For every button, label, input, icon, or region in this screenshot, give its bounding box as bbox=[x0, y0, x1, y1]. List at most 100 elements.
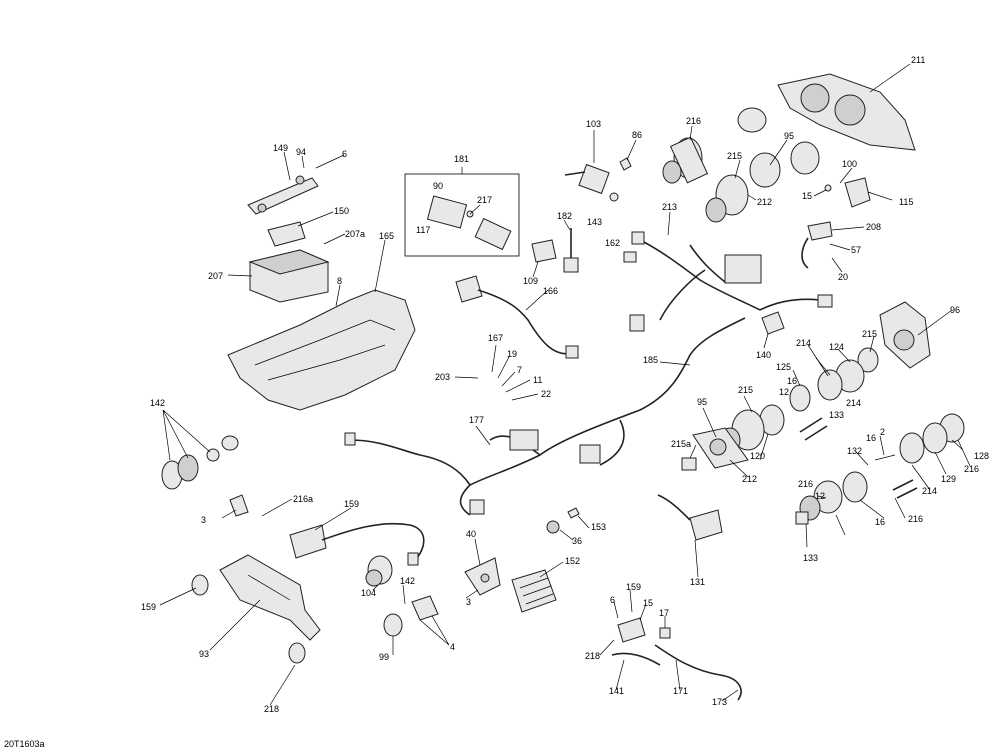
part-140 bbox=[759, 294, 833, 335]
part-99-bracket bbox=[219, 554, 321, 641]
callout: 104 bbox=[361, 588, 376, 598]
callout: 203 bbox=[435, 372, 450, 382]
callout: 142 bbox=[400, 576, 415, 586]
callout: 212 bbox=[757, 197, 772, 207]
callout: 207a bbox=[345, 229, 365, 239]
part-115 bbox=[824, 177, 871, 208]
callout: 16 bbox=[866, 433, 876, 443]
part-142-lower bbox=[365, 555, 393, 587]
callout: 19 bbox=[507, 349, 517, 359]
callout: 162 bbox=[605, 238, 620, 248]
callout: 95 bbox=[784, 131, 794, 141]
callout: 213 bbox=[662, 202, 677, 212]
callout: 216 bbox=[798, 479, 813, 489]
callout: 124 bbox=[829, 342, 844, 352]
callout: 109 bbox=[523, 276, 538, 286]
callout: 40 bbox=[466, 529, 476, 539]
part-177 bbox=[349, 439, 471, 486]
callout: 140 bbox=[756, 350, 771, 360]
callout: 129 bbox=[941, 474, 956, 484]
callout: 214 bbox=[796, 338, 811, 348]
callout: 133 bbox=[829, 410, 844, 420]
part-218 bbox=[659, 627, 671, 639]
leader-lines bbox=[159, 63, 971, 706]
callout: 216 bbox=[686, 116, 701, 126]
callout: 218 bbox=[585, 651, 600, 661]
callout: 128 bbox=[974, 451, 989, 461]
callout: 150 bbox=[334, 206, 349, 216]
callout: 214 bbox=[922, 486, 937, 496]
part-headlight-lower bbox=[795, 413, 965, 525]
callout: 207 bbox=[208, 271, 223, 281]
callout: 94 bbox=[296, 147, 306, 157]
callout: 153 bbox=[591, 522, 606, 532]
callout: 159 bbox=[141, 602, 156, 612]
callout: 212 bbox=[742, 474, 757, 484]
callout: 3 bbox=[201, 515, 206, 525]
callout: 96 bbox=[950, 305, 960, 315]
reference-code: 20T1603a bbox=[4, 739, 45, 749]
callout: 215 bbox=[862, 329, 877, 339]
callout: 99 bbox=[379, 652, 389, 662]
part-159-lower bbox=[383, 595, 439, 637]
callout: 12 bbox=[779, 387, 789, 397]
callout: 167 bbox=[488, 333, 503, 343]
callout: 3 bbox=[466, 597, 471, 607]
part-143 bbox=[609, 192, 619, 202]
callout: 125 bbox=[776, 362, 791, 372]
callout: 12 bbox=[815, 491, 825, 501]
part-153 bbox=[289, 522, 425, 566]
callout: 6 bbox=[610, 595, 615, 605]
part-93-bottom bbox=[288, 642, 306, 664]
callout: 215 bbox=[727, 151, 742, 161]
part-162 bbox=[623, 251, 637, 263]
callout: 181 bbox=[454, 154, 469, 164]
part-86 bbox=[619, 157, 632, 171]
part-181-kit bbox=[404, 173, 520, 257]
callout: 171 bbox=[673, 686, 688, 696]
part-177-connector bbox=[344, 432, 356, 446]
part-207-battery bbox=[248, 249, 330, 303]
callout: 2 bbox=[880, 427, 885, 437]
part-96 bbox=[879, 301, 931, 369]
part-211-cover bbox=[777, 73, 916, 151]
callout: 216 bbox=[908, 514, 923, 524]
callout: 143 bbox=[587, 217, 602, 227]
callout: 100 bbox=[842, 159, 857, 169]
part-173 bbox=[654, 644, 742, 701]
callout: 115 bbox=[899, 197, 913, 207]
part-152 bbox=[464, 557, 501, 596]
part-149 bbox=[247, 175, 319, 215]
callout: 182 bbox=[557, 211, 572, 221]
callout: 133 bbox=[803, 553, 818, 563]
part-141 bbox=[617, 617, 646, 643]
callout: 216a bbox=[293, 494, 313, 504]
callout: 208 bbox=[866, 222, 881, 232]
callout: 103 bbox=[586, 119, 601, 129]
part-headlight-mid bbox=[719, 347, 879, 453]
callout: 20 bbox=[838, 272, 848, 282]
part-185-harness bbox=[459, 317, 746, 516]
callout: 152 bbox=[565, 556, 580, 566]
part-215a bbox=[681, 457, 697, 471]
part-208 bbox=[801, 221, 833, 269]
callout: 36 bbox=[572, 536, 582, 546]
callout: 217 bbox=[477, 195, 492, 205]
callout: 218 bbox=[264, 704, 279, 714]
part-95-mid bbox=[692, 427, 749, 469]
callout: 149 bbox=[273, 143, 288, 153]
part-215-212-upper bbox=[705, 107, 820, 223]
part-36 bbox=[567, 507, 580, 519]
part-142-lamp bbox=[161, 435, 239, 490]
callout: 16 bbox=[787, 376, 797, 386]
callout: 57 bbox=[851, 245, 861, 255]
part-165-tray bbox=[227, 289, 416, 411]
part-103 bbox=[564, 163, 610, 195]
callout: 4 bbox=[450, 642, 455, 652]
callout: 90 bbox=[433, 181, 443, 191]
part-93-top bbox=[191, 574, 209, 596]
callout: 86 bbox=[632, 130, 642, 140]
part-131 bbox=[511, 569, 557, 613]
